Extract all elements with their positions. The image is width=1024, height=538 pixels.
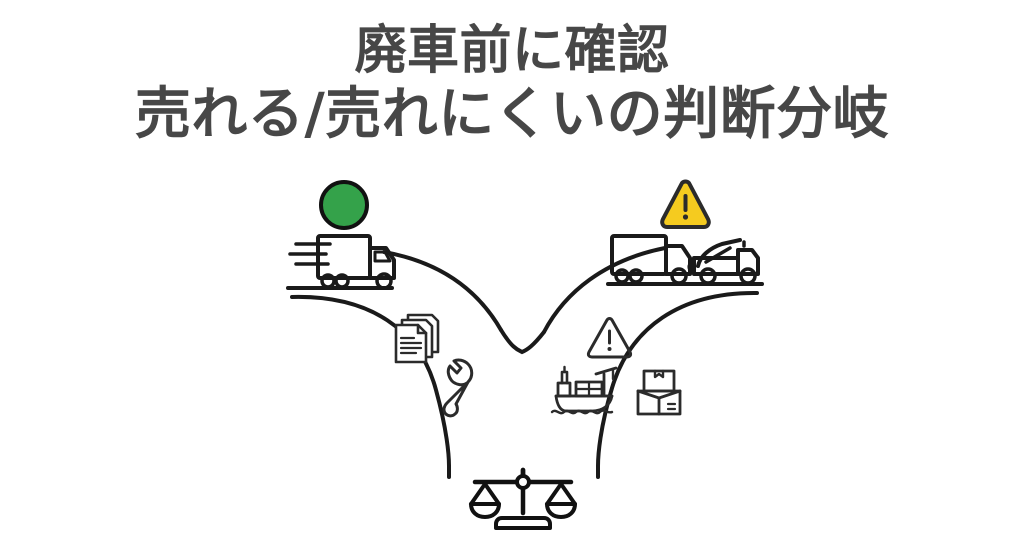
scale-right-pan — [545, 482, 577, 506]
tow-truck-wheel-rear — [699, 267, 717, 285]
scale-right-pan-rim — [545, 502, 577, 519]
documents-icon — [394, 313, 440, 364]
yellow-warning-triangle-marker — [660, 179, 711, 229]
warning-triangle-icon — [586, 317, 633, 359]
title-line-2: 売れる/売れにくいの判断分岐 — [134, 82, 890, 147]
towed-truck-wheel-rear-2 — [628, 268, 644, 284]
wrench-icon — [442, 358, 474, 418]
towed-truck-wheel-front — [670, 267, 688, 285]
ship-hull — [554, 394, 614, 413]
ship-funnel — [560, 370, 569, 385]
cargo-ship-icon — [550, 365, 618, 415]
truck-wheel-rear-1 — [320, 273, 336, 289]
wrench-body — [442, 358, 474, 418]
tow-boom-arm — [696, 238, 742, 268]
page-title: 廃車前に確認 売れる/売れにくいの判断分岐 — [0, 22, 1024, 146]
truck-cab — [368, 246, 396, 280]
scale-fulcrum — [515, 474, 531, 490]
documents-front-fold — [416, 323, 428, 335]
tow-truck-cab — [736, 248, 760, 276]
truck-cab-window — [373, 250, 392, 263]
box-top-tape — [653, 369, 665, 379]
tow-boom-support — [704, 246, 732, 264]
scale-left-pan-rim — [469, 502, 501, 519]
road-v-notch — [499, 328, 546, 355]
ship-waves — [550, 409, 614, 415]
documents-text-lines — [399, 336, 423, 355]
box-flap-right — [657, 389, 682, 400]
road-left-inner-edge — [382, 250, 503, 332]
scale-base — [494, 516, 552, 530]
towed-truck-wheel-rear-1 — [614, 268, 630, 284]
ship-superstructure — [556, 381, 572, 398]
moving-truck-icon — [286, 234, 396, 290]
truck-wheel-rear-2 — [334, 273, 350, 289]
road-left-outer-edge — [290, 294, 451, 468]
towed-truck-icon — [606, 234, 764, 286]
green-circle-marker — [319, 180, 369, 230]
title-line-1: 廃車前に確認 — [354, 21, 670, 81]
balance-scale-icon — [469, 467, 577, 530]
scale-left-pan — [469, 482, 501, 506]
road-right-inner-edge — [542, 246, 667, 334]
road-right-outer-edge — [596, 290, 759, 468]
tow-truck-wheel-front — [739, 267, 757, 285]
box-flap-left — [636, 389, 661, 416]
warning-triangle-exclaim-dot — [607, 347, 612, 351]
warning-marker-exclaim-dot — [682, 214, 689, 220]
cardboard-box-icon — [636, 369, 682, 416]
tow-hook — [687, 260, 696, 272]
road-fork-path — [290, 246, 759, 479]
warning-triangle-outline — [586, 317, 633, 359]
box-open-body — [636, 389, 682, 416]
truck-wheel-front — [375, 272, 393, 290]
